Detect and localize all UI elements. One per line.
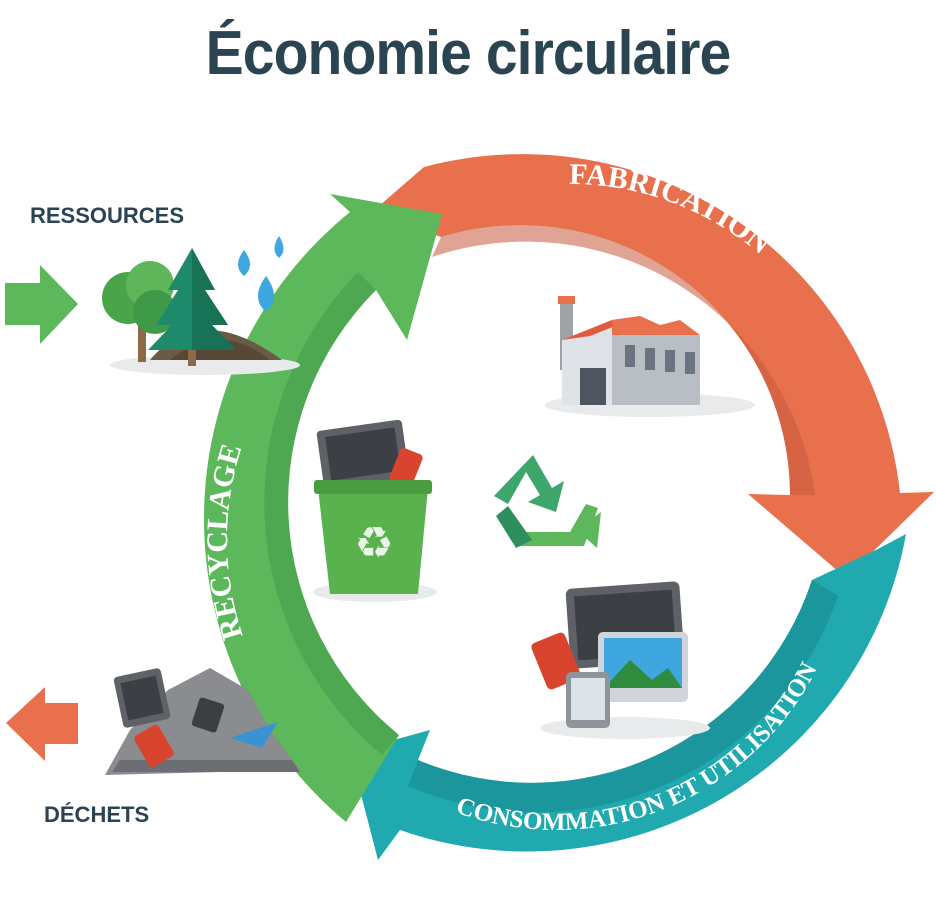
factory-icon <box>545 296 755 417</box>
page-title: Économie circulaire <box>205 19 732 88</box>
svg-text:♻: ♻ <box>354 518 393 569</box>
resources-label: RESSOURCES <box>30 203 185 228</box>
consommation-arc <box>350 534 906 860</box>
recycling-bin-icon: ♻ <box>313 419 437 602</box>
recycle-symbol-icon <box>494 455 601 548</box>
devices-icon <box>531 581 710 739</box>
fabrication-arc <box>372 154 934 578</box>
input-arrow <box>5 265 78 344</box>
trees-water-icon <box>102 236 300 375</box>
waste-pile-icon <box>105 668 300 775</box>
waste-label: DÉCHETS <box>44 802 150 827</box>
output-arrow <box>6 687 78 761</box>
